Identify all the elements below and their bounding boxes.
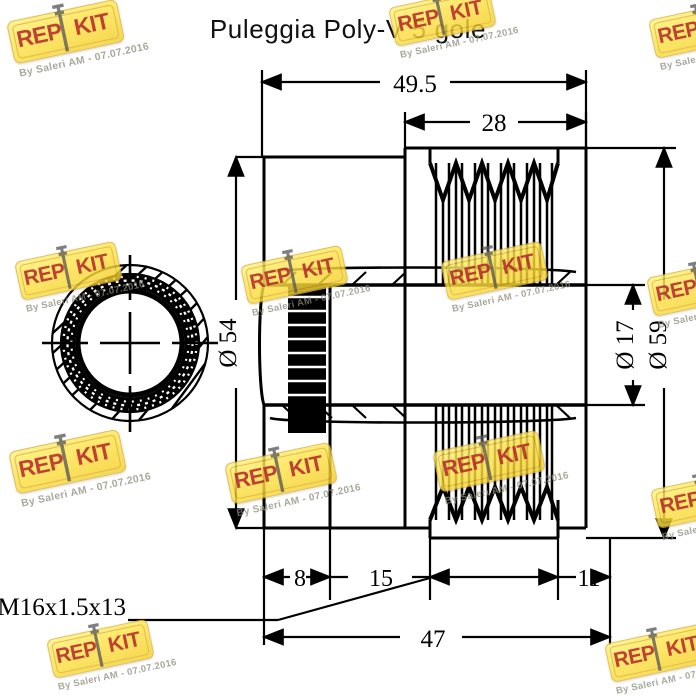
dim-total-length: 47 <box>421 626 446 653</box>
dim-thread-spec: M16x1.5x13 <box>0 594 126 621</box>
dim-belt-width: 28 <box>482 110 507 137</box>
hub-left-cap <box>258 284 266 406</box>
end-view-centerlines <box>42 255 218 432</box>
right-block-top <box>558 146 588 285</box>
thread-block-lower <box>288 405 326 433</box>
dim-overall-length: 49.5 <box>393 71 437 98</box>
thread-block-upper <box>288 285 326 405</box>
dim-bore-diameter: Ø 17 <box>612 320 639 369</box>
dim-step-b: 15 <box>369 566 393 592</box>
technical-drawing-canvas: Puleggia Poly-V 5 gole <box>0 0 696 673</box>
dim-outer-diameter: Ø 59 <box>645 320 672 369</box>
right-block-edge-b <box>556 500 586 530</box>
flange-step-top <box>405 146 432 157</box>
right-block-bottom <box>558 403 588 528</box>
hub-left-outline <box>262 155 407 287</box>
drawing-svg: Puleggia Poly-V 5 gole <box>0 14 676 653</box>
drawing-title: Puleggia Poly-V 5 gole <box>210 14 486 44</box>
dim-step-a: 8 <box>294 566 306 592</box>
flange-step-bottom <box>405 526 432 538</box>
section-view <box>258 146 588 540</box>
band-arc-top <box>269 266 577 274</box>
dim-step-c: 11 <box>577 566 600 592</box>
dim-body-diameter: Ø 54 <box>215 318 242 368</box>
